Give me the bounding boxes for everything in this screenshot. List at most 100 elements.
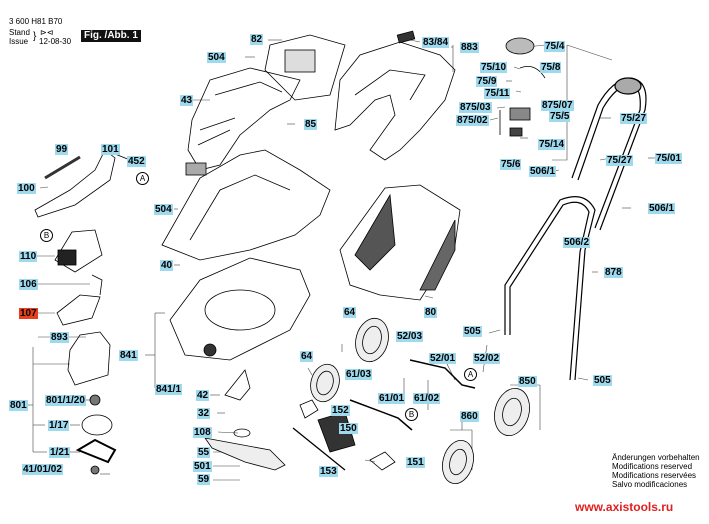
motor-housing-40: [161, 149, 331, 261]
website-link[interactable]: www.axistools.ru: [575, 500, 674, 514]
part-label[interactable]: 875/03: [459, 102, 492, 113]
part-label[interactable]: 61/03: [345, 369, 373, 380]
end-cap-151: [369, 451, 396, 471]
doc-number: 3 600 H81 B70: [9, 17, 63, 26]
part-label[interactable]: 75/14: [538, 139, 566, 150]
marker-a: A: [136, 172, 149, 185]
part-label[interactable]: 61/01: [378, 393, 406, 404]
part-label[interactable]: 75/8: [540, 62, 562, 73]
part-label[interactable]: 850: [518, 376, 537, 387]
part-label[interactable]: 878: [604, 267, 623, 278]
part-label[interactable]: 42: [196, 390, 210, 401]
cable-holder-106: [91, 274, 103, 296]
part-label[interactable]: 82: [250, 34, 264, 45]
keypad-cover-82: [264, 34, 346, 101]
safety-lever-101: [34, 149, 131, 218]
upper-handle-75-01: [571, 77, 647, 231]
part-label[interactable]: 43: [180, 95, 194, 106]
part-label[interactable]: 55: [197, 447, 211, 458]
part-label[interactable]: 99: [55, 144, 69, 155]
note-es: Salvo modificaciones: [612, 480, 688, 489]
part-label[interactable]: 875/02: [456, 115, 489, 126]
part-label[interactable]: 505: [463, 326, 482, 337]
part-label[interactable]: 501: [193, 461, 212, 472]
part-label[interactable]: 506/2: [563, 237, 591, 248]
part-label[interactable]: 893: [50, 332, 69, 343]
part-label[interactable]: 153: [319, 466, 338, 477]
figure-label: Fig. /Abb. 1: [81, 30, 141, 42]
part-label[interactable]: 75/6: [500, 159, 522, 170]
issue-date: 12-08-30: [39, 37, 72, 46]
part-label[interactable]: 506/1: [648, 203, 676, 214]
marker-b: B: [40, 229, 53, 242]
axle-52-01: [409, 359, 476, 389]
part-label[interactable]: 85: [304, 119, 318, 130]
part-label[interactable]: 100: [17, 183, 36, 194]
part-label[interactable]: 75/01: [655, 153, 683, 164]
part-label[interactable]: 75/11: [484, 88, 511, 99]
lower-handle-878: [504, 196, 596, 381]
part-label[interactable]: 883: [460, 42, 479, 53]
part-label[interactable]: 75/5: [549, 111, 571, 122]
part-label[interactable]: 860: [460, 411, 479, 422]
part-label[interactable]: 1/21: [49, 447, 71, 458]
part-label[interactable]: 452: [127, 156, 146, 167]
note-en: Modifications reserved: [612, 462, 693, 471]
stand-symbol-icon: ⊳⊲: [40, 28, 54, 37]
part-label[interactable]: 52/02: [473, 353, 501, 364]
switch-housing-75: [499, 37, 546, 137]
part-label[interactable]: 59: [197, 474, 211, 485]
part-label[interactable]: 505: [593, 375, 612, 386]
part-label[interactable]: 150: [339, 423, 358, 434]
part-label[interactable]: 106: [19, 279, 38, 290]
note-fr: Modifications reservées: [612, 471, 697, 480]
part-label[interactable]: 151: [406, 457, 425, 468]
part-label[interactable]: 110: [19, 251, 38, 262]
wheel-860: [442, 439, 474, 485]
marker-b: B: [405, 408, 418, 421]
grass-box-lid-883: [334, 30, 456, 161]
part-label[interactable]: 504: [207, 52, 226, 63]
part-label[interactable]: 83/84: [422, 37, 450, 48]
mower-deck-841: [169, 257, 311, 361]
part-label[interactable]: 1/17: [48, 420, 70, 431]
part-label[interactable]: 875/07: [541, 100, 574, 111]
wheel-rear-upper: [355, 317, 389, 363]
part-label-highlighted[interactable]: 107: [19, 308, 38, 319]
blade-55: [204, 428, 286, 471]
part-label[interactable]: 152: [331, 405, 350, 416]
part-label[interactable]: 64: [343, 307, 357, 318]
deflector-42: [224, 369, 251, 401]
part-label[interactable]: 80: [424, 307, 438, 318]
part-label[interactable]: 108: [193, 427, 212, 438]
part-label[interactable]: 801/1/20: [45, 395, 86, 406]
spring-99: [44, 155, 81, 180]
part-label[interactable]: 41/01/02: [22, 464, 63, 475]
part-label[interactable]: 52/01: [429, 353, 457, 364]
part-label[interactable]: 75/4: [544, 41, 566, 52]
motor-801: [67, 331, 117, 475]
modification-notes: Änderungen vorbehalten Modifications res…: [612, 453, 700, 489]
part-label[interactable]: 101: [101, 144, 120, 155]
part-label[interactable]: 64: [300, 351, 314, 362]
stand-label: Stand: [9, 28, 30, 37]
part-label[interactable]: 75/27: [606, 155, 634, 166]
note-de: Änderungen vorbehalten: [612, 453, 700, 462]
part-label[interactable]: 801: [9, 400, 28, 411]
part-label[interactable]: 75/27: [620, 113, 648, 124]
marker-a: A: [464, 368, 477, 381]
part-label[interactable]: 506/1: [529, 166, 557, 177]
part-label[interactable]: 75/10: [480, 62, 508, 73]
part-label[interactable]: 52/03: [396, 331, 424, 342]
part-label[interactable]: 504: [154, 204, 173, 215]
part-label[interactable]: 75/9: [476, 76, 498, 87]
part-label[interactable]: 32: [197, 408, 211, 419]
part-label[interactable]: 61/02: [413, 393, 441, 404]
part-label[interactable]: 841: [119, 350, 138, 361]
end-cap-152: [299, 399, 319, 419]
part-label[interactable]: 40: [160, 260, 174, 271]
part-label[interactable]: 841/1: [155, 384, 183, 395]
cable-cover-110: [54, 229, 103, 273]
rod-153: [292, 427, 346, 471]
